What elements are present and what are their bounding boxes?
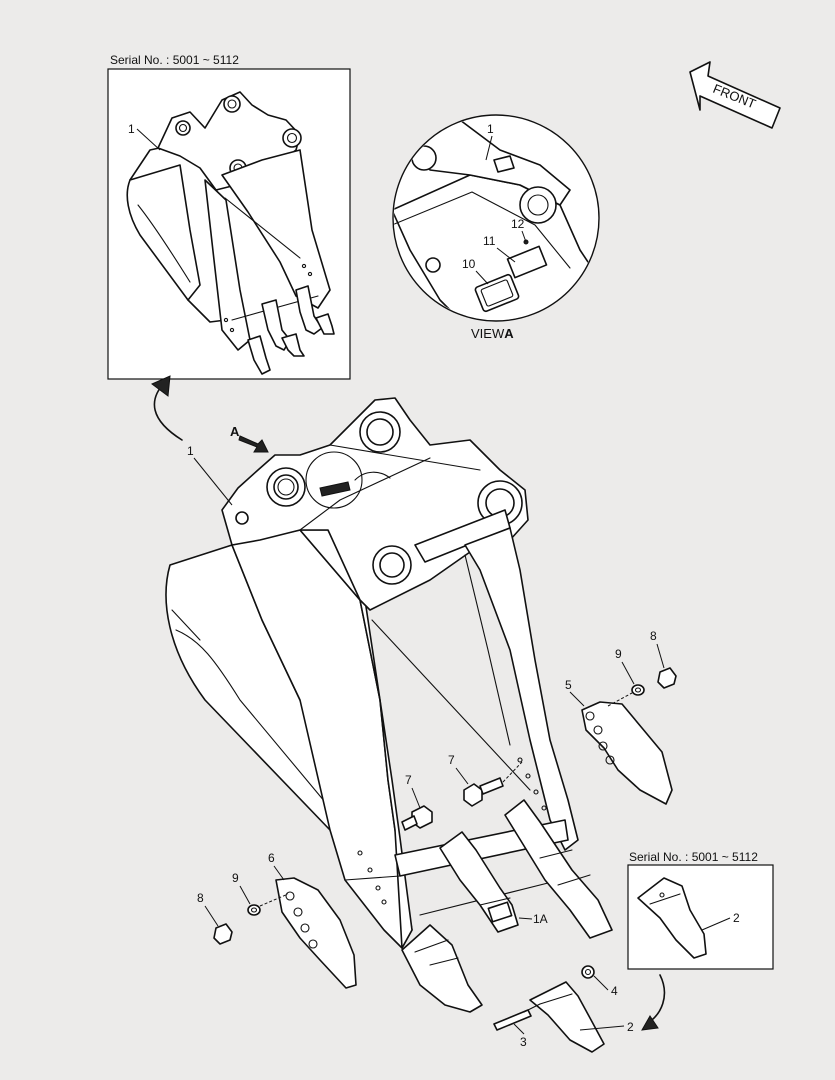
callout-7-left: 7 xyxy=(405,773,412,787)
callout-3: 3 xyxy=(520,1035,527,1049)
view-callout-12: 12 xyxy=(511,217,525,231)
view-a-arrow xyxy=(238,435,269,453)
inset-tooth-drawing xyxy=(637,877,707,959)
main-bucket-drawing xyxy=(165,397,579,949)
inset-link-arrow-bottom xyxy=(645,974,666,1025)
serial-label-top: Serial No. : 5001 ~ 5112 xyxy=(110,53,239,67)
teeth-group xyxy=(401,799,613,1053)
view-label: VIEWA xyxy=(471,326,514,341)
callout-5: 5 xyxy=(565,678,572,692)
callout-9-left: 9 xyxy=(232,871,239,885)
callout-2-inset: 2 xyxy=(733,911,740,925)
side-cutter-left xyxy=(275,877,357,989)
main-callout-1: 1 xyxy=(187,444,194,458)
view-a-detail xyxy=(392,114,600,322)
callout-9-right: 9 xyxy=(615,647,622,661)
callout-8-left: 8 xyxy=(197,891,204,905)
side-cutter-right xyxy=(581,701,673,805)
serial-label-bottom: Serial No. : 5001 ~ 5112 xyxy=(629,850,758,864)
callout-4: 4 xyxy=(611,984,618,998)
bolt-left xyxy=(401,805,433,831)
front-arrow: FRONT xyxy=(689,61,781,129)
callout-7-right: 7 xyxy=(448,753,455,767)
bolt-right xyxy=(463,761,523,807)
view-callout-11: 11 xyxy=(483,234,496,248)
arrow-letter-a: A xyxy=(230,424,240,439)
callout-6: 6 xyxy=(268,851,275,865)
nut-washer-left xyxy=(213,893,289,945)
view-callout-10: 10 xyxy=(462,257,476,271)
inset-callout-1: 1 xyxy=(128,122,135,136)
callout-8-right: 8 xyxy=(650,629,657,643)
inset-bucket-drawing xyxy=(126,91,335,375)
view-callout-1: 1 xyxy=(487,122,494,136)
nut-washer-right xyxy=(607,667,677,707)
callout-2-main: 2 xyxy=(627,1020,634,1034)
callout-1a: 1A xyxy=(533,912,548,926)
